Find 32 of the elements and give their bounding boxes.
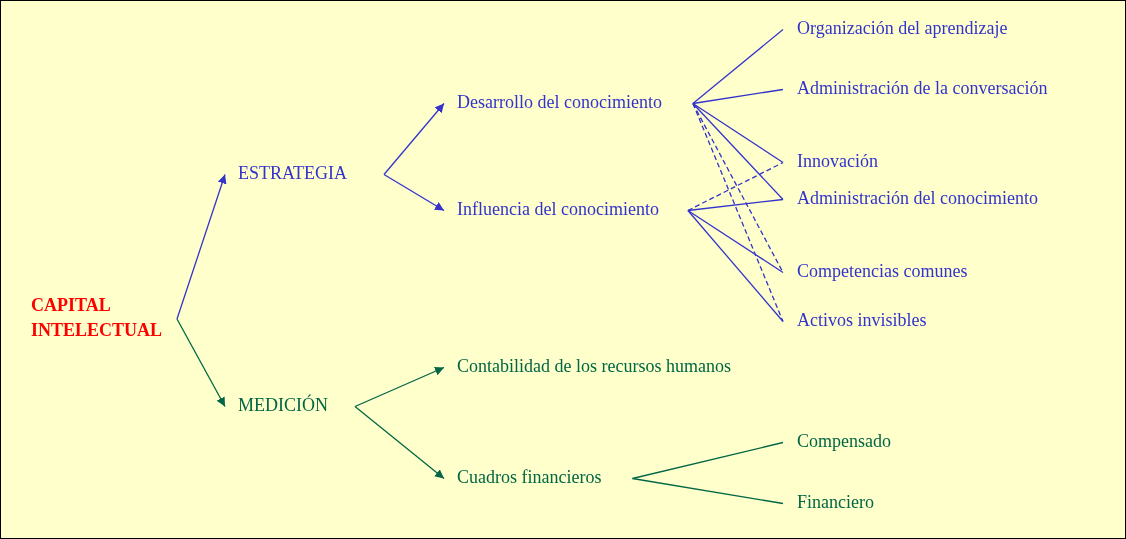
connector-line: [631, 477, 784, 505]
topic-label: Contabilidad de los recursos humanos: [457, 353, 731, 380]
connector-line: [692, 102, 784, 323]
topic-label: Influencia del conocimiento: [457, 196, 659, 223]
leaf-label: Organización del aprendizaje: [797, 15, 1008, 42]
connector-line: [692, 102, 784, 201]
arrow: [176, 318, 226, 408]
branch-label: MEDICIÓN: [238, 392, 328, 419]
arrow: [354, 405, 445, 480]
leaf-label: Innovación: [797, 148, 878, 175]
connector-line: [687, 161, 784, 212]
arrow: [354, 366, 445, 408]
connector-line: [687, 209, 784, 323]
arrow: [383, 102, 445, 176]
connector-line: [631, 441, 784, 480]
connector-line: [692, 28, 784, 105]
arrow: [383, 173, 445, 212]
arrow: [176, 173, 227, 320]
connector-line: [687, 198, 784, 212]
leaf-label: Financiero: [797, 489, 874, 516]
leaf-label: Competencias comunes: [797, 258, 968, 285]
connector-line: [687, 209, 784, 274]
connector-line: [692, 88, 784, 105]
topic-label: Cuadros financieros: [457, 464, 602, 491]
connector-line: [692, 102, 784, 164]
leaf-label: Compensado: [797, 428, 891, 455]
root-label: CAPITAL INTELECTUAL: [31, 293, 176, 343]
branch-label: ESTRATEGIA: [238, 160, 347, 187]
leaf-label: Activos invisibles: [797, 307, 927, 334]
leaf-label: Administración del conocimiento: [797, 185, 1038, 212]
leaf-label: Administración de la conversación: [797, 75, 1048, 102]
topic-label: Desarrollo del conocimiento: [457, 89, 662, 116]
